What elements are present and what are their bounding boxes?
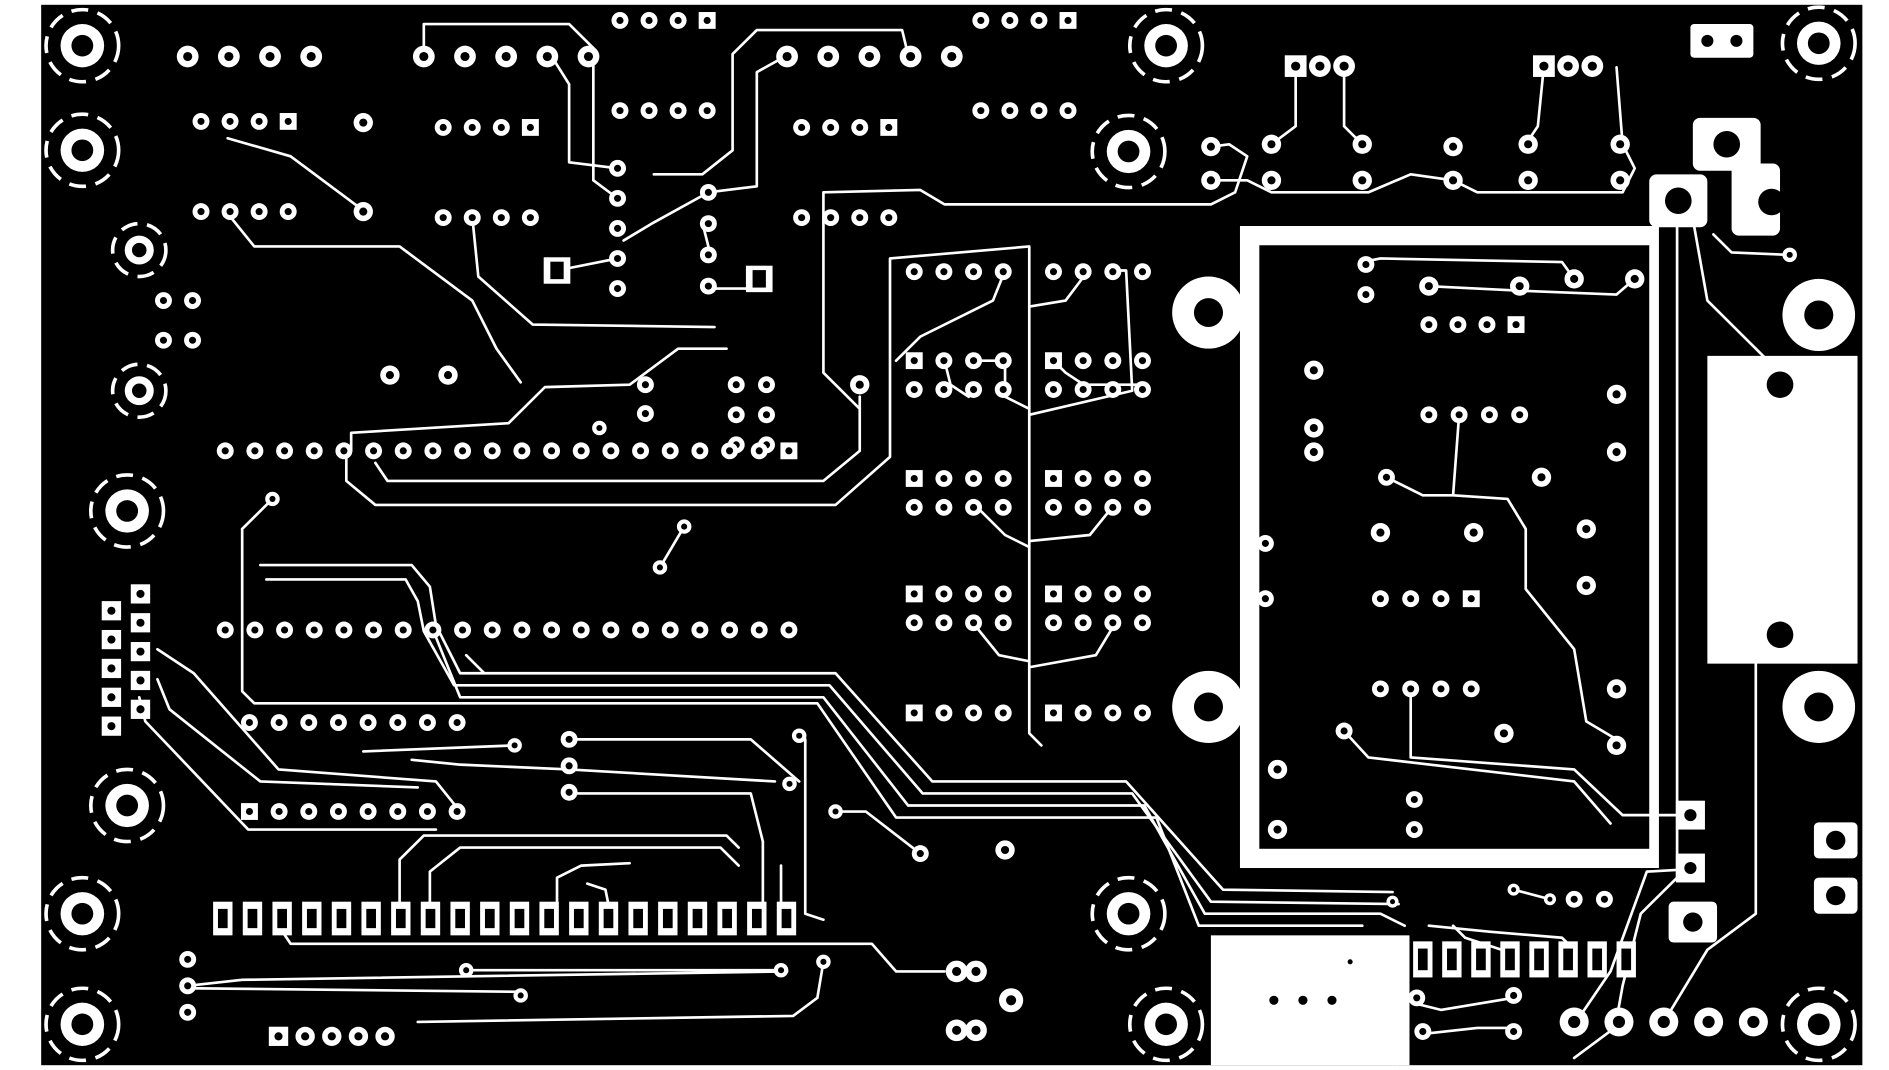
component-pads	[101, 12, 1797, 1046]
traces	[137, 22, 1792, 1066]
mounting-holes	[44, 5, 1857, 1063]
module-pad-frame	[1259, 245, 1650, 849]
power-pads	[1649, 24, 1858, 943]
